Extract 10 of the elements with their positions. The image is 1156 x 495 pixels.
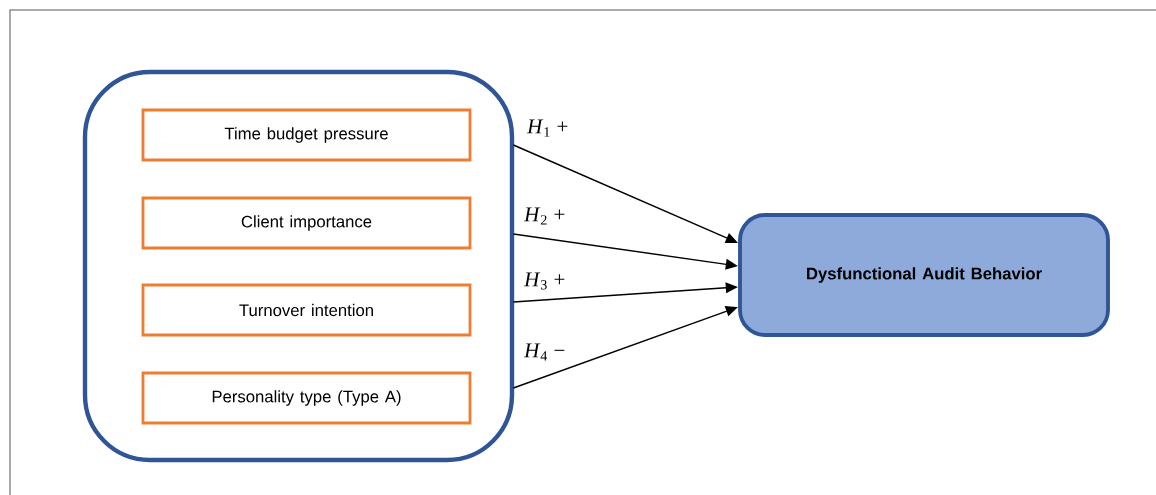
edge-label: H$_{2}$ + (522, 205, 568, 227)
group-box (82, 69, 515, 463)
factor-box: Client importance (141, 196, 472, 250)
edge-label: H$_{1}$ + (525, 117, 571, 139)
factor-box: Time budget pressure (141, 108, 472, 162)
factor-box: Turnover intention (141, 283, 472, 337)
edge-label: H$_{3}$ + (522, 270, 568, 292)
edge-label: H$_{4}$ − (522, 341, 568, 363)
factor-box: Personality type (Type A) (141, 371, 472, 425)
outcome-box: Dysfunctional Audit Behavior (738, 213, 1110, 337)
